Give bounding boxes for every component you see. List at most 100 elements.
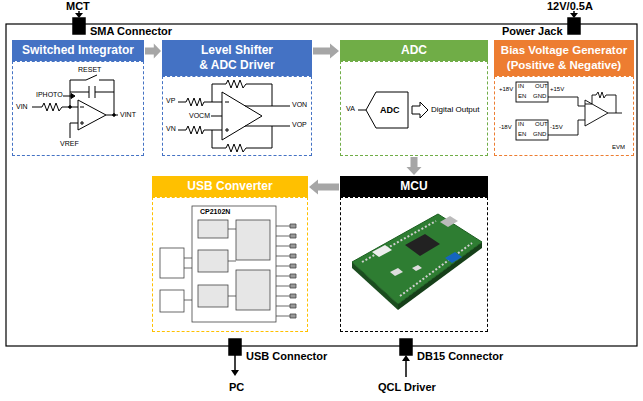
signal-label: -15V [550,124,563,131]
block-heading: ADC [340,40,488,61]
side-block [160,290,184,312]
signal-label: +18V [499,86,513,93]
signal-label: EN [518,131,526,138]
signal-label: VOCM [189,112,210,120]
resistor-symbol [212,80,272,106]
block-heading: Bias Voltage Generator (Positive & Negat… [494,40,634,76]
mcu-board-figure [352,214,482,310]
wire [245,106,290,126]
diff-amp-symbol [222,92,262,140]
resistor-symbol [585,92,622,113]
connector-label: QCL Driver [378,381,436,394]
signal-label: GND [533,131,546,138]
output-arrow [234,355,236,371]
block: USB Converter [152,176,308,332]
block-heading: USB Converter [152,176,308,197]
pins [290,224,296,318]
junction-dot [69,106,72,109]
signal-label: VP [166,97,175,105]
signal-label: -18V [499,124,512,131]
power-jack [568,18,580,34]
signal-label: VIN [16,103,28,111]
block-heading: Switched Integrator [12,40,144,61]
db15-connector [400,339,412,355]
signal-label: VOP [292,121,307,129]
signal-label: EVM [612,144,625,151]
junction-dot [113,114,116,117]
bias-schematic [516,82,622,140]
sma-connector [73,18,85,34]
block: Switched Integrator [12,40,144,156]
signal-label: IPHOTO [36,91,63,99]
signal-label: GND [533,93,546,100]
board-outline [6,24,637,346]
side-block [160,248,184,278]
usb-port [440,216,458,227]
regulator-chip [516,82,548,102]
integrator-schematic [32,75,118,138]
pin-lines [184,226,290,316]
connector-label: Power Jack [502,25,563,38]
wire [358,110,366,111]
mcu-chip [405,234,440,256]
signal-label: VON [292,101,307,109]
arrow-head [231,370,239,376]
module [372,245,392,257]
pin-headers [362,221,472,296]
wire [211,116,222,117]
chip-block [198,220,228,238]
block: Level Shifter & ADC Driver [162,40,312,156]
wire [106,115,118,116]
chip-block [236,220,270,260]
reset-switch [70,75,114,92]
chip-outline [192,206,276,322]
block-heading: Level Shifter & ADC Driver [162,40,312,76]
amp-signs [225,102,229,132]
capacitor-symbol [70,86,114,115]
block: ADC [340,40,488,156]
dashed-panel [340,197,488,332]
adc-symbol [358,92,428,128]
connector-label: USB Connector [246,350,327,363]
signal-label: VN [166,125,176,133]
signal-label: CP2102N [200,208,230,216]
resistor-symbol [178,126,222,134]
signal-label: ADC [380,105,400,115]
signal-label: IN [518,83,524,90]
regulator-chip [516,120,548,140]
arrow-head [71,94,75,99]
arrow-head [402,355,410,361]
input-arrow [405,360,407,377]
dashed-panel [162,76,312,156]
signal-label: EN [518,93,526,100]
signal-label: Digital Output [431,105,479,114]
chip-block [198,285,228,307]
signal-label: RESET [78,66,101,74]
resistor-symbol [212,126,272,152]
wire [548,97,585,135]
output-arrow [412,102,428,118]
block: MCU [340,176,488,332]
flow-arrow [407,157,422,175]
connector-label: SMA Connector [90,25,172,38]
block: Bias Voltage Generator (Positive & Negat… [494,40,634,156]
resistor-symbol [32,103,78,111]
components [390,265,422,276]
chip-block [236,270,270,310]
usb-bridge-figure [160,206,296,322]
opamp-signs [80,107,84,125]
connector-label: MCT [66,0,90,13]
jumper [445,252,462,263]
signal-label: VA [346,105,355,113]
chip-block [198,250,228,272]
dashed-panel [152,197,308,332]
arrow-head [570,13,578,18]
opamp-symbol [78,100,106,130]
signal-label: VINT [120,111,136,119]
connector-label: 12V/0.5A [547,0,593,13]
flow-arrow [145,44,161,59]
block-heading: MCU [340,176,488,197]
flow-arrow [313,44,339,59]
adc-shape [366,92,408,128]
wire [70,123,78,138]
